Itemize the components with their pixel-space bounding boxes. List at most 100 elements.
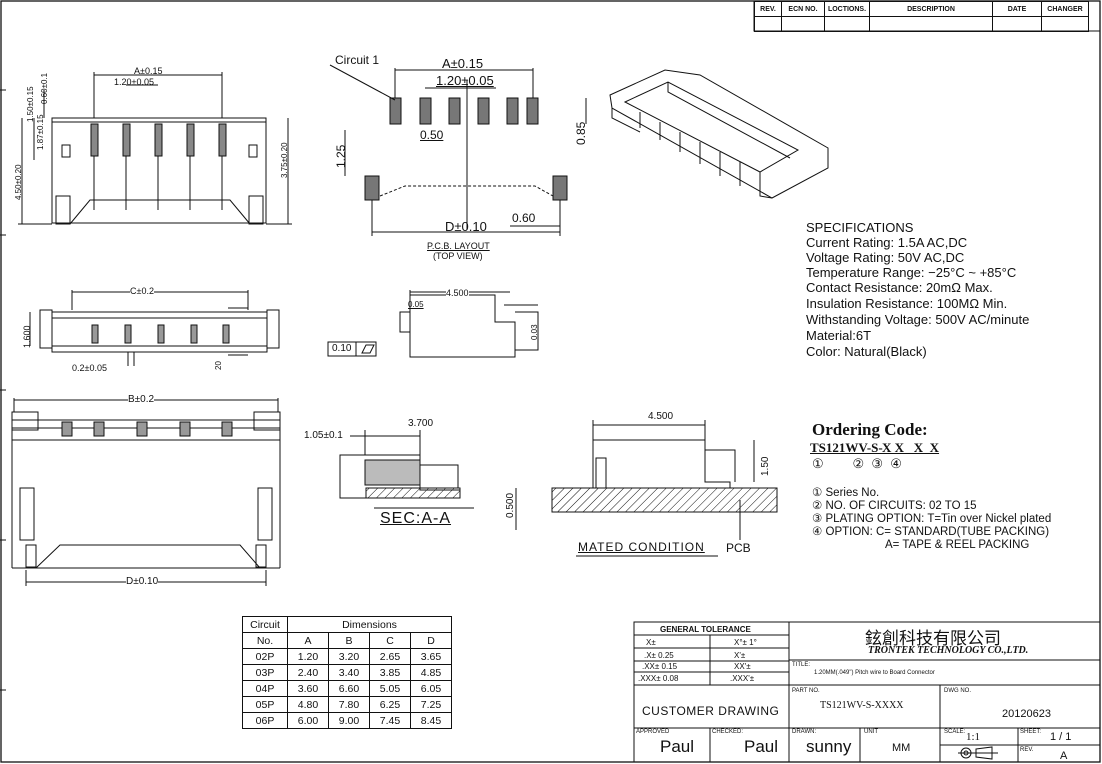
table-row: 06P 6.00 9.00 7.45 8.45	[242, 712, 452, 729]
table-cell: 05P	[242, 696, 288, 713]
side-dim-375: 3.75±0.20	[280, 142, 289, 178]
sec-dim-3700: 3.700	[408, 418, 434, 429]
mated-dim-150: 1.50	[760, 456, 771, 476]
table-row: 05P 4.80 7.80 6.25 7.25	[242, 696, 452, 713]
pcb-dim-pitch: 1.20±0.05	[436, 73, 494, 88]
ordering-note: ① Series No.	[812, 487, 880, 499]
spec-line: Color: Natural(Black)	[806, 344, 927, 359]
col-b-header: B	[328, 632, 370, 649]
ordering-code-placeholders: X X X X	[882, 440, 940, 455]
circuit-header: Circuit	[242, 616, 288, 633]
front-dim-c: C±0.2	[130, 286, 154, 296]
projection-symbol-icon	[958, 746, 998, 760]
sheet-label: SHEET:	[1020, 729, 1042, 735]
changer-header: CHANGER	[1041, 1, 1089, 17]
unit-label: UNIT	[864, 729, 878, 735]
col-c-header: C	[369, 632, 411, 649]
pcb-layout-caption: P.C.B. LAYOUT	[427, 241, 490, 251]
table-cell: 1.20	[287, 648, 329, 665]
spec-line: Voltage Rating: 50V AC,DC	[806, 250, 965, 265]
sec-dim-105: 1.05±0.1	[304, 430, 343, 441]
description-header: DESCRIPTION	[869, 1, 993, 17]
table-cell: 3.60	[287, 680, 329, 697]
pcb-dim-050: 0.50	[420, 128, 444, 142]
section-aa-label: SEC:A-A	[380, 510, 452, 527]
table-cell: 6.25	[369, 696, 411, 713]
dwg-no-value: 20120623	[1002, 708, 1051, 720]
section-dim-005: 0.05	[408, 300, 424, 309]
ordering-code-markers: ① ② ③ ④	[812, 456, 902, 471]
mated-condition-label: MATED CONDITION	[578, 540, 705, 554]
side-dim-150: 1.50±0.15	[26, 86, 35, 122]
part-no-label: PART NO.	[792, 688, 820, 694]
rev-label: REV.	[1020, 747, 1034, 753]
spec-line: Insulation Resistance: 100MΩ Min.	[806, 296, 1008, 311]
pcb-layout-subcaption: (TOP VIEW)	[433, 251, 483, 261]
side-dim-187: 1.87±0.15	[36, 114, 45, 150]
ordering-note: ④ OPTION: C= STANDARD(TUBE PACKING)	[812, 526, 1050, 538]
spec-line: Temperature Range: −25°C ~ +85°C	[806, 265, 1017, 280]
side-dim-a: A±0.15	[134, 66, 163, 76]
front-dim-1600: 1.600	[22, 325, 32, 348]
table-cell: 3.20	[328, 648, 370, 665]
table-row: 04P 3.60 6.60 5.05 6.05	[242, 680, 452, 697]
spec-line: Current Rating: 1.5A AC,DC	[806, 235, 968, 250]
tolerance-cell: XX'±	[734, 662, 751, 671]
table-cell: 02P	[242, 648, 288, 665]
drawn-value: sunny	[806, 737, 852, 756]
table-cell: 7.45	[369, 712, 411, 729]
pcb-dim-125: 1.25	[334, 144, 348, 168]
table-cell: 3.40	[328, 664, 370, 681]
ordering-note: ② NO. OF CIRCUITS: 02 TO 15	[812, 500, 977, 512]
sec-dim-0500: 0.500	[505, 492, 516, 518]
section-aa-drawing	[339, 430, 517, 530]
tolerance-cell: .X± 0.25	[644, 651, 674, 660]
dwg-no-label: DWG NO.	[944, 688, 971, 694]
table-cell: 03P	[242, 664, 288, 681]
revision-header-row: REV. ECN NO. LOCTIONS. DESCRIPTION DATE …	[754, 1, 1089, 17]
title-value: 1.20MM(.049") Pitch wire to Board Connec…	[814, 670, 935, 676]
spec-line: Withstanding Voltage: 500V AC/minute	[806, 312, 1030, 327]
sheet-value: 1 / 1	[1050, 731, 1072, 743]
table-cell: 6.60	[328, 680, 370, 697]
pcb-dim-085: 0.85	[574, 121, 588, 145]
table-cell: 4.85	[410, 664, 452, 681]
table-cell: 2.40	[287, 664, 329, 681]
side-section-drawing	[327, 290, 539, 358]
scale-value: 1:1	[966, 731, 981, 743]
part-no-value: TS121WV-S-XXXX	[820, 700, 904, 711]
date-header: DATE	[992, 1, 1042, 17]
table-cell: 7.25	[410, 696, 452, 713]
ecn-header: ECN NO.	[781, 1, 825, 17]
bottom-view-drawing	[11, 398, 281, 586]
approved-value: Paul	[660, 737, 695, 756]
spec-line: Material:6T	[806, 328, 872, 343]
dimensions-table: Circuit Dimensions No. A B C D 02P 1.20 …	[242, 616, 452, 729]
pcb-layout-drawing	[329, 64, 587, 236]
scale-label: SCALE:	[944, 729, 966, 735]
table-cell: 9.00	[328, 712, 370, 729]
table-cell: 5.05	[369, 680, 411, 697]
table-cell: 6.05	[410, 680, 452, 697]
ordering-code-title: Ordering Code:	[812, 420, 928, 439]
unit-value: MM	[892, 742, 911, 754]
table-row: 03P 2.40 3.40 3.85 4.85	[242, 664, 452, 681]
side-dim-060: 0.60±0.1	[40, 72, 49, 104]
table-cell: 06P	[242, 712, 288, 729]
table-cell: 2.65	[369, 648, 411, 665]
pcb-dim-d: D±0.10	[445, 219, 487, 234]
isometric-view-drawing	[609, 69, 829, 199]
mated-dim-4500: 4.500	[648, 411, 674, 422]
tolerance-cell: X±	[646, 638, 656, 647]
col-d-header: D	[410, 632, 452, 649]
title-label: TITLE:	[792, 662, 811, 668]
checked-label: CHECKED:	[712, 729, 744, 735]
locations-header: LOCTIONS.	[824, 1, 870, 17]
customer-drawing-label: CUSTOMER DRAWING	[642, 704, 780, 718]
circuit-1-label: Circuit 1	[335, 53, 380, 67]
company-name-english: TRONTEK TECHNOLOGY CO.,LTD.	[868, 645, 1029, 656]
table-cell: 6.00	[287, 712, 329, 729]
bottom-dim-d: D±0.10	[126, 576, 159, 587]
revision-table: REV. ECN NO. LOCTIONS. DESCRIPTION DATE …	[754, 1, 1089, 32]
table-cell: 7.80	[328, 696, 370, 713]
